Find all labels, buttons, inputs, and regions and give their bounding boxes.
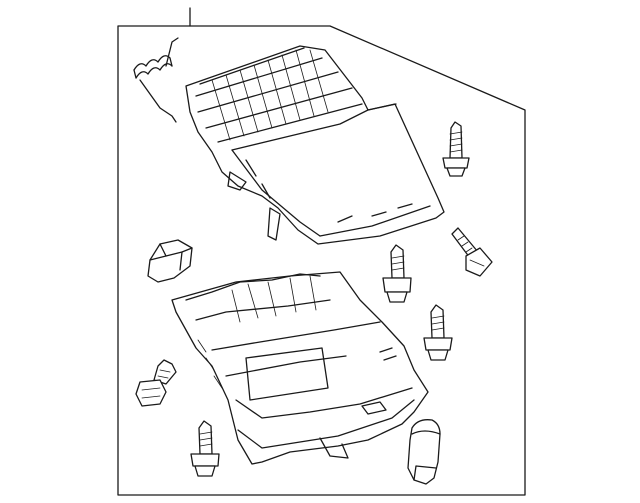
bolt (442, 121, 470, 177)
upper-housing (185, 45, 445, 245)
bolt (135, 359, 177, 407)
bolt (190, 420, 220, 477)
assembly-frame (117, 25, 526, 496)
spring (133, 37, 179, 123)
lower-housing (171, 271, 429, 465)
bolt (451, 227, 493, 277)
bolt (423, 304, 453, 361)
bolt (382, 244, 412, 303)
knob (407, 419, 441, 485)
clip (147, 239, 193, 283)
